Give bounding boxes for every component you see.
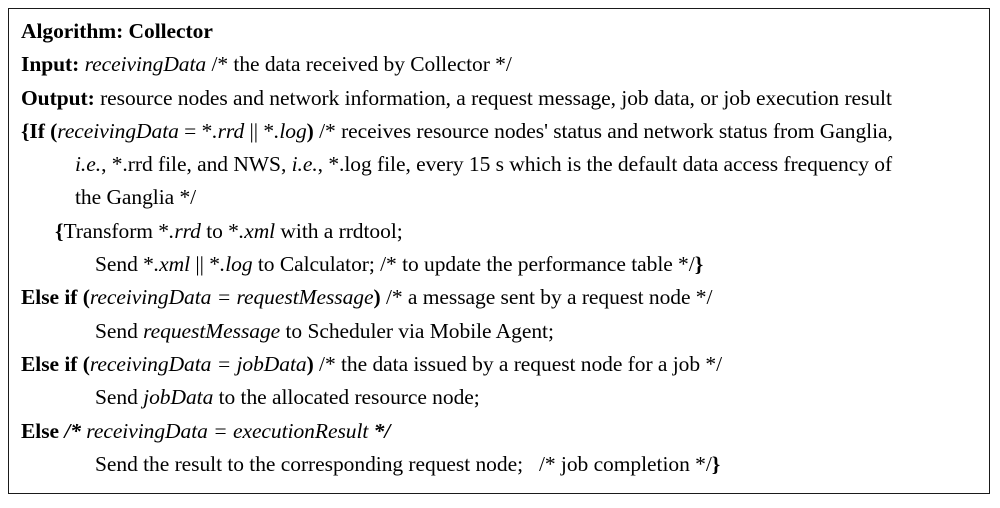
code-run: Else bbox=[21, 418, 65, 443]
code-run: || * bbox=[190, 252, 220, 277]
code-run: } bbox=[694, 252, 704, 277]
code-run: ) bbox=[306, 351, 314, 376]
code-run: /* bbox=[64, 418, 81, 443]
algorithm-output-line: Output: resource nodes and network infor… bbox=[21, 82, 979, 115]
line-if-cont1: i.e., *.rrd file, and NWS, i.e., *.log f… bbox=[21, 148, 979, 181]
line-send-request: Send requestMessage to Scheduler via Mob… bbox=[21, 315, 979, 348]
algorithm-title-name: Collector bbox=[128, 19, 213, 43]
code-run: requestMessage bbox=[143, 318, 281, 343]
code-run: with a rrdtool; bbox=[275, 218, 403, 243]
algorithm-input-variable: receivingData bbox=[84, 52, 207, 77]
code-run: { bbox=[55, 218, 64, 243]
code-run: i.e. bbox=[75, 152, 102, 177]
code-run: */ bbox=[373, 418, 391, 443]
code-run: } bbox=[711, 451, 721, 476]
code-run: Else if ( bbox=[21, 285, 90, 310]
code-run: {If ( bbox=[21, 118, 58, 143]
algorithm-lines-container: Algorithm: Collector Input: receivingDat… bbox=[9, 9, 989, 481]
code-run: to Calculator; /* to update the performa… bbox=[252, 252, 695, 277]
code-run: , *.log file, every 15 s which is the de… bbox=[317, 152, 893, 177]
code-run: receivingData bbox=[57, 118, 179, 143]
algorithm-input-comment: /* the data received by Collector */ bbox=[211, 52, 512, 77]
line-elseif-request: Else if (receivingData = requestMessage)… bbox=[21, 281, 979, 314]
code-run: Transform * bbox=[63, 218, 170, 243]
line-elseif-jobdata: Else if (receivingData = jobData) /* the… bbox=[21, 348, 979, 381]
algorithm-title-label: Algorithm: bbox=[21, 19, 124, 43]
line-send-result: Send the result to the corresponding req… bbox=[21, 448, 979, 481]
code-run: .rrd bbox=[212, 118, 245, 143]
code-run: .xml bbox=[153, 252, 191, 277]
code-run: .log bbox=[274, 118, 307, 143]
code-run: to the allocated resource node; bbox=[213, 385, 480, 410]
code-run: receivingData = jobData bbox=[89, 351, 307, 376]
code-run: the Ganglia */ bbox=[75, 185, 197, 210]
code-run: .xml bbox=[238, 218, 276, 243]
line-if: {If (receivingData = *.rrd || *.log) /* … bbox=[21, 115, 979, 148]
algorithm-body-lines: {If (receivingData = *.rrd || *.log) /* … bbox=[21, 115, 979, 481]
code-run: i.e. bbox=[291, 152, 318, 177]
line-transform: {Transform *.rrd to *.xml with a rrdtool… bbox=[21, 215, 979, 248]
code-run: , *.rrd file, and NWS, bbox=[101, 152, 292, 177]
code-run: .rrd bbox=[169, 218, 201, 243]
code-run: || * bbox=[244, 118, 275, 143]
code-run: .log bbox=[219, 252, 253, 277]
code-run: ) bbox=[306, 118, 314, 143]
code-run: /* receives resource nodes' status and n… bbox=[313, 118, 893, 143]
code-run: /* a message sent by a request node */ bbox=[380, 285, 713, 310]
algorithm-input-line: Input: receivingData /* the data receive… bbox=[21, 48, 979, 81]
code-run: to Scheduler via Mobile Agent; bbox=[280, 318, 554, 343]
line-send-jobdata: Send jobData to the allocated resource n… bbox=[21, 381, 979, 414]
line-send-xml: Send *.xml || *.log to Calculator; /* to… bbox=[21, 248, 979, 281]
line-if-cont2: the Ganglia */ bbox=[21, 181, 979, 214]
code-run: = * bbox=[178, 118, 213, 143]
algorithm-output-text: resource nodes and network information, … bbox=[100, 85, 892, 110]
code-run: Send * bbox=[95, 252, 154, 277]
code-run: Send the result to the corresponding req… bbox=[95, 451, 712, 476]
code-run: /* the data issued by a request node for… bbox=[313, 351, 723, 376]
code-run: receivingData = requestMessage bbox=[89, 285, 374, 310]
code-run: jobData bbox=[143, 385, 214, 410]
line-else: Else /* receivingData = executionResult … bbox=[21, 415, 979, 448]
code-run: receivingData = executionResult bbox=[80, 418, 374, 443]
code-run: Send bbox=[95, 385, 144, 410]
algorithm-title-line: Algorithm: Collector bbox=[21, 15, 979, 48]
algorithm-output-label: Output: bbox=[21, 85, 95, 110]
code-run: to * bbox=[200, 218, 239, 243]
algorithm-input-label: Input: bbox=[21, 52, 80, 77]
code-run: Send bbox=[95, 318, 144, 343]
code-run: ) bbox=[373, 285, 381, 310]
algorithm-pseudocode-box: Algorithm: Collector Input: receivingDat… bbox=[8, 8, 990, 494]
code-run: Else if ( bbox=[21, 351, 90, 376]
